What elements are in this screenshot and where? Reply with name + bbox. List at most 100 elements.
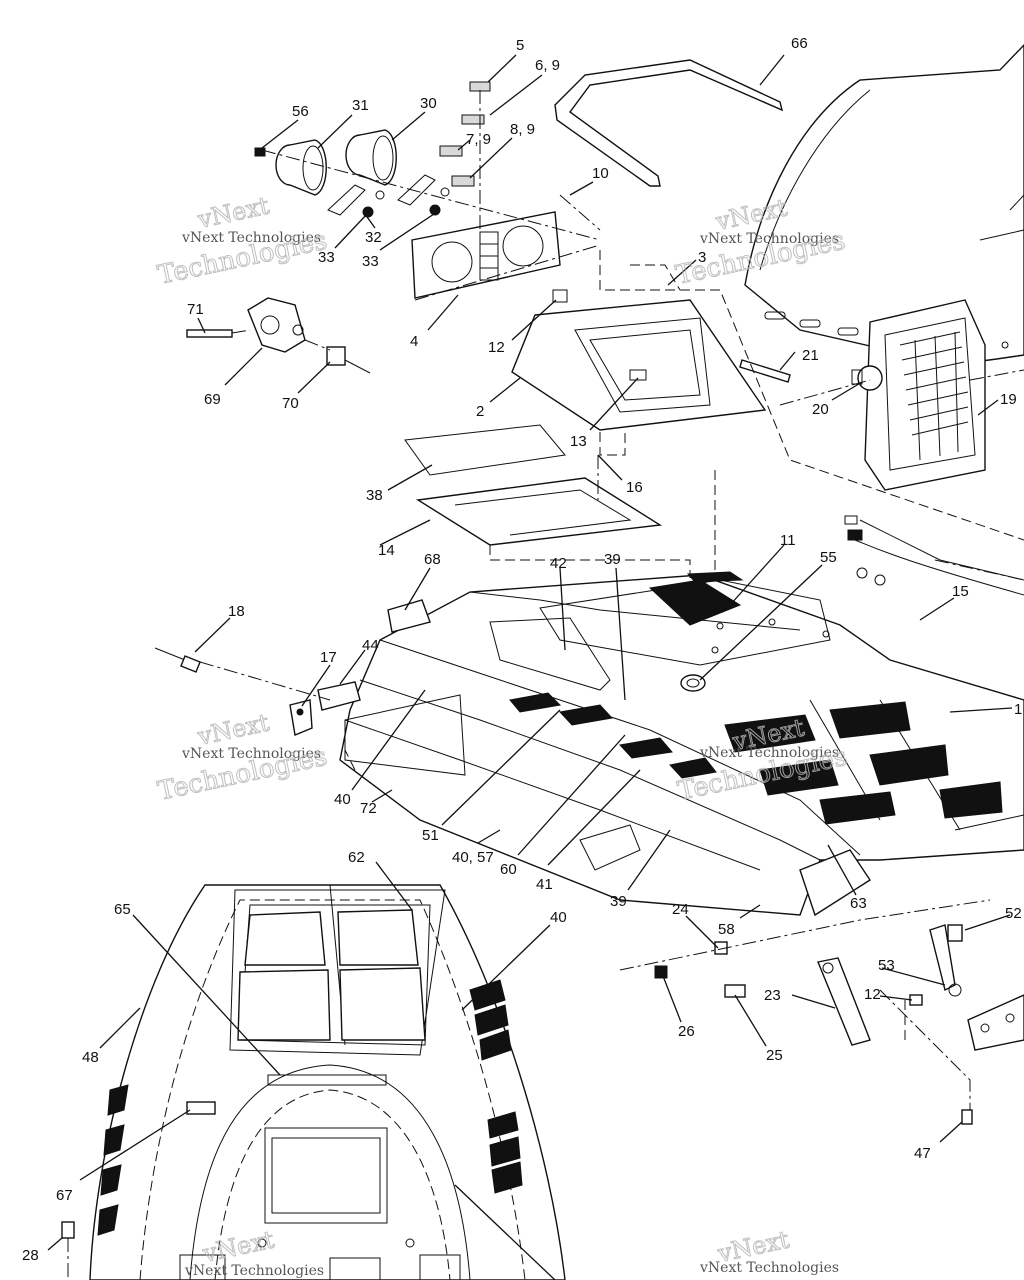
callout-68: 68 <box>424 551 441 568</box>
callout-6-9: 6, 9 <box>535 57 560 74</box>
callout-62: 62 <box>348 849 365 866</box>
bolt-21 <box>739 359 791 383</box>
watermark-small-6: vNext Technologies <box>699 1260 839 1276</box>
callout-2: 2 <box>476 403 484 420</box>
wiring-harness <box>844 515 1024 596</box>
callout-11: 11 <box>780 532 796 549</box>
hood-top-view <box>89 884 566 1280</box>
callout-39-b: 39 <box>610 893 627 910</box>
callout-38: 38 <box>366 487 383 504</box>
callout-51: 51 <box>422 827 439 844</box>
ignition-switch-69 <box>247 297 306 353</box>
callout-12-b: 12 <box>864 986 881 1003</box>
callout-10: 10 <box>592 165 609 182</box>
callout-14: 14 <box>378 542 395 559</box>
callout-26: 26 <box>678 1023 695 1040</box>
callout-41: 41 <box>536 876 553 893</box>
callout-55: 55 <box>820 549 837 566</box>
screw-28 <box>61 1221 75 1280</box>
watermark-small-2: vNext Technologies <box>699 231 839 247</box>
callout-4: 4 <box>410 333 418 350</box>
watermark-large-5: vNext <box>194 708 272 751</box>
callout-28: 28 <box>22 1247 39 1264</box>
callout-17: 17 <box>320 649 337 666</box>
callout-1: 1 <box>1014 701 1022 718</box>
callout-40-57: 40, 57 <box>452 849 494 866</box>
callout-7-9: 7, 9 <box>466 131 491 148</box>
callout-25: 25 <box>766 1047 783 1064</box>
callout-33-b: 33 <box>362 253 379 270</box>
callout-24: 24 <box>672 901 689 918</box>
bracket-17 <box>289 699 313 736</box>
callout-5: 5 <box>516 37 524 54</box>
callout-65: 65 <box>114 901 131 918</box>
callout-71: 71 <box>187 301 204 318</box>
callout-53: 53 <box>878 957 895 974</box>
bracket-53 <box>929 924 962 997</box>
decal-68 <box>387 599 431 633</box>
windshield <box>744 43 1024 364</box>
callout-15: 15 <box>952 583 969 600</box>
callout-21: 21 <box>802 347 819 364</box>
watermark-small-3: vNext Technologies <box>181 746 321 762</box>
callout-60: 60 <box>500 861 517 878</box>
small-hardware <box>654 924 973 1125</box>
callout-42: 42 <box>550 555 567 572</box>
hood-1 <box>339 571 1024 917</box>
callout-8-9: 8, 9 <box>510 121 535 138</box>
cable-18 <box>154 647 201 673</box>
gauge-30 <box>345 129 397 186</box>
watermark-small-5: vNext Technologies <box>184 1263 324 1279</box>
callout-63: 63 <box>850 895 867 912</box>
tray-14 <box>415 477 663 546</box>
windshield-trim-66 <box>554 59 784 187</box>
callout-67: 67 <box>56 1187 73 1204</box>
watermark-small-4: vNext Technologies <box>699 745 839 761</box>
instrument-panel-4 <box>411 211 561 299</box>
callout-72: 72 <box>360 800 377 817</box>
callout-13: 13 <box>570 433 587 450</box>
gauge-31 <box>254 139 327 196</box>
headlight-19 <box>864 299 986 491</box>
callout-58: 58 <box>718 921 735 938</box>
console-2 <box>511 289 767 431</box>
callout-31: 31 <box>352 97 369 114</box>
callout-23: 23 <box>764 987 781 1004</box>
callout-33-a: 33 <box>318 249 335 266</box>
callout-12-a: 12 <box>488 339 505 356</box>
watermark-large-1: vNext <box>194 191 272 234</box>
callout-52: 52 <box>1005 905 1022 922</box>
callout-18: 18 <box>228 603 245 620</box>
callout-32: 32 <box>365 229 382 246</box>
callout-66: 66 <box>791 35 808 52</box>
callout-30: 30 <box>420 95 437 112</box>
bumper-bracket <box>967 994 1024 1051</box>
callout-19: 19 <box>1000 391 1017 408</box>
callout-3: 3 <box>698 249 706 266</box>
callout-20: 20 <box>812 401 829 418</box>
alignment-lines <box>199 90 1024 1110</box>
hood-stripes <box>97 979 523 1236</box>
callout-69: 69 <box>204 391 221 408</box>
decal-44 <box>317 681 361 711</box>
callout-44: 44 <box>362 637 379 654</box>
hood-vents <box>509 692 1003 825</box>
knob-70 <box>326 346 371 374</box>
leader-lines <box>47 54 1013 1280</box>
callout-56: 56 <box>292 103 309 120</box>
callout-48: 48 <box>82 1049 99 1066</box>
callout-40-b: 40 <box>550 909 567 926</box>
bracket-23 <box>817 957 871 1046</box>
callout-39-a: 39 <box>604 551 621 568</box>
callout-70: 70 <box>282 395 299 412</box>
mat-38 <box>404 424 566 476</box>
bulb-20 <box>851 365 883 391</box>
callout-labels: 66 5 6, 9 7, 9 8, 9 56 31 30 10 32 33 33… <box>22 35 1022 1264</box>
callout-16: 16 <box>626 479 643 496</box>
callout-47: 47 <box>914 1145 931 1162</box>
pin-71 <box>186 329 233 338</box>
watermark-small-1: vNext Technologies <box>181 230 321 246</box>
callout-40-a: 40 <box>334 791 351 808</box>
gauge-brackets-32 <box>327 174 450 218</box>
